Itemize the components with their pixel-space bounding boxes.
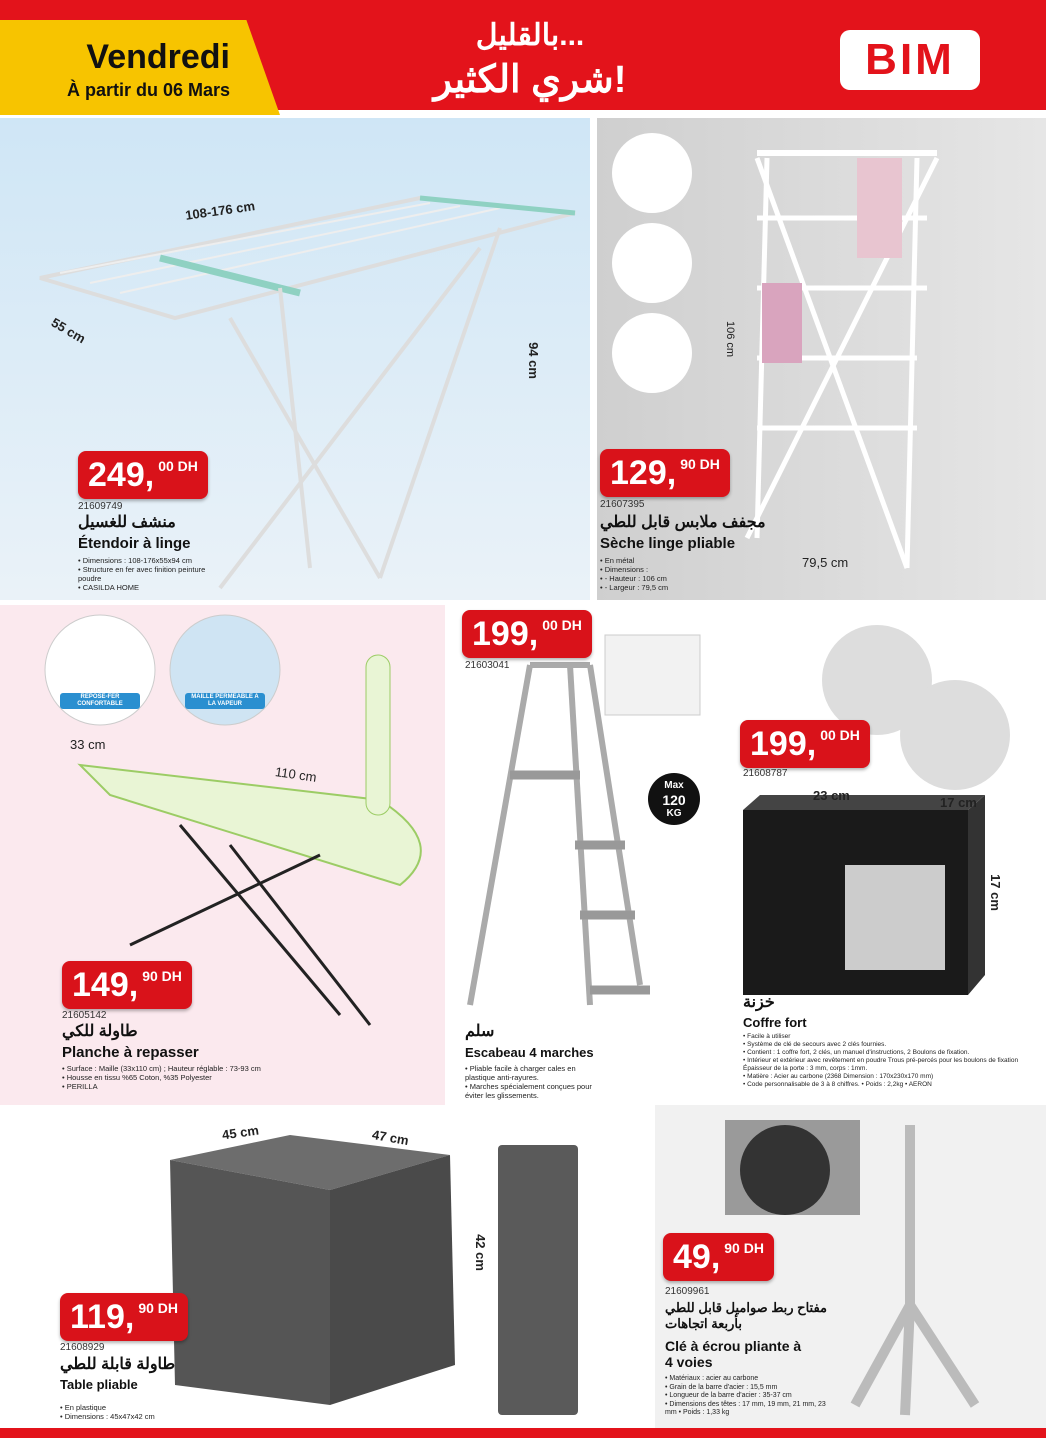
product-code: 21608787 bbox=[743, 768, 788, 779]
dim-width: 33 cm bbox=[70, 737, 106, 752]
footer-band bbox=[0, 1428, 1046, 1438]
price-dec: 90 DH bbox=[142, 968, 182, 984]
product-code: 21609961 bbox=[665, 1286, 710, 1297]
price-dec: 00 DH bbox=[542, 617, 582, 633]
price-dec: 90 DH bbox=[680, 456, 720, 472]
price-int: 129, bbox=[610, 454, 677, 492]
price-dec: 00 DH bbox=[158, 458, 198, 474]
price-int: 49, bbox=[673, 1238, 721, 1276]
price-tag: 49,90 DH bbox=[663, 1233, 774, 1281]
dim-height: 17 cm bbox=[987, 874, 1003, 911]
product-table-pliable: 45 cm 47 cm 42 cm 119,90 DH 21608929 طاو… bbox=[0, 1105, 650, 1428]
product-name-ar: مفتاح ربط صواميل قابل للطي بأربعة اتجاها… bbox=[665, 1300, 827, 1331]
price-tag: 199,00 DH bbox=[740, 720, 870, 768]
price-tag: 249,00 DH bbox=[78, 451, 208, 499]
product-code: 21605142 bbox=[62, 1010, 107, 1021]
product-code: 21608929 bbox=[60, 1342, 105, 1353]
price-dec: 90 DH bbox=[138, 1300, 179, 1316]
product-name: Escabeau 4 marches bbox=[465, 1045, 594, 1060]
product-specs: Facile à utiliserSystème de clé de secou… bbox=[743, 1033, 1043, 1089]
slogan-line2: شري الكثير! bbox=[433, 59, 627, 101]
product-planche: REPOSE-FER CONFORTABLE MAILLE PERMEABLE … bbox=[0, 605, 445, 1105]
product-coffre-fort: 23 cm 17 cm 17 cm 199,00 DH 21608787 خزن… bbox=[715, 605, 1046, 1105]
price-tag: 149,90 DH bbox=[62, 961, 192, 1009]
bim-logo: BIM bbox=[840, 30, 980, 90]
product-name-ar: سلم bbox=[465, 1023, 495, 1040]
drying-rack-image bbox=[39, 195, 576, 590]
day-label: Vendredi bbox=[86, 38, 230, 76]
dim-width: 79,5 cm bbox=[802, 555, 849, 570]
product-name: Clé à écrou pliante à 4 voies bbox=[665, 1338, 802, 1370]
product-name: Table pliable bbox=[60, 1377, 138, 1392]
product-name-ar: مجفف ملابس قابل للطي bbox=[600, 514, 766, 531]
badge-maille-permeable: MAILLE PERMEABLE A LA VAPEUR bbox=[185, 693, 265, 709]
price-int: 199, bbox=[472, 615, 539, 653]
badge-repose-fer: REPOSE-FER CONFORTABLE bbox=[60, 693, 140, 709]
product-specs: Pliable facile à charger cales en plasti… bbox=[465, 1064, 595, 1100]
folding-table-image bbox=[170, 1135, 578, 1415]
slogan-line1: بالقليل... bbox=[475, 19, 585, 52]
product-specs: En métalDimensions :- Hauteur : 106 cm- … bbox=[600, 556, 720, 592]
product-name: Étendoir à linge bbox=[78, 535, 191, 552]
product-name: Coffre fort bbox=[743, 1015, 807, 1030]
date-label: À partir du 06 Mars bbox=[66, 80, 230, 100]
product-cle-ecrou: 49,90 DH 21609961 مفتاح ربط صواميل قابل … bbox=[655, 1105, 1046, 1428]
product-specs: En plastiqueDimensions : 45x47x42 cm bbox=[60, 1403, 210, 1421]
dim-height: 106 cm bbox=[724, 320, 737, 358]
product-name: Sèche linge pliable bbox=[600, 535, 736, 552]
price-tag: 129,90 DH bbox=[600, 449, 730, 497]
price-int: 199, bbox=[750, 725, 817, 763]
product-name-ar: منشف للغسيل bbox=[78, 514, 176, 531]
product-seche-linge: 106 cm 79,5 cm 129,90 DH 21607395 مجفف م… bbox=[597, 118, 1046, 600]
dim-height: 42 cm bbox=[472, 1234, 488, 1271]
price-int: 149, bbox=[72, 966, 139, 1004]
header: Vendredi À partir du 06 Mars بالقليل... … bbox=[0, 0, 1046, 118]
ladder-image bbox=[467, 634, 701, 1006]
product-code: 21603041 bbox=[465, 660, 510, 671]
product-name: Planche à repasser bbox=[62, 1044, 199, 1061]
product-name-ar: طاولة قابلة للطي bbox=[60, 1356, 176, 1373]
price-int: 119, bbox=[70, 1298, 135, 1336]
wrench-image bbox=[725, 1120, 980, 1416]
product-specs: Surface : Maille (33x110 cm) ; Hauteur r… bbox=[62, 1064, 322, 1091]
price-dec: 90 DH bbox=[724, 1240, 764, 1256]
product-code: 21609749 bbox=[78, 501, 123, 512]
clothes-dryer-image bbox=[612, 133, 940, 569]
product-name-ar: طاولة للكي bbox=[62, 1023, 138, 1040]
product-specs: Matériaux : acier au carboneGrain de la … bbox=[665, 1375, 835, 1418]
product-name-ar: خزنة bbox=[743, 994, 775, 1011]
product-etendoir: 108-176 cm 55 cm 94 cm 249,00 DH 2160974… bbox=[0, 118, 590, 600]
price-tag: 119,90 DH bbox=[60, 1293, 189, 1341]
product-specs: Dimensions : 108-176x55x94 cmStructure e… bbox=[78, 556, 218, 592]
dim-width: 23 cm bbox=[813, 788, 850, 803]
dim-depth: 17 cm bbox=[940, 795, 977, 810]
safe-image bbox=[743, 625, 1010, 995]
price-int: 249, bbox=[88, 456, 155, 494]
dim-height: 94 cm bbox=[525, 342, 541, 379]
price-dec: 00 DH bbox=[820, 727, 860, 743]
price-tag: 199,00 DH bbox=[462, 610, 592, 658]
product-code: 21607395 bbox=[600, 499, 645, 510]
date-tab bbox=[0, 20, 280, 115]
